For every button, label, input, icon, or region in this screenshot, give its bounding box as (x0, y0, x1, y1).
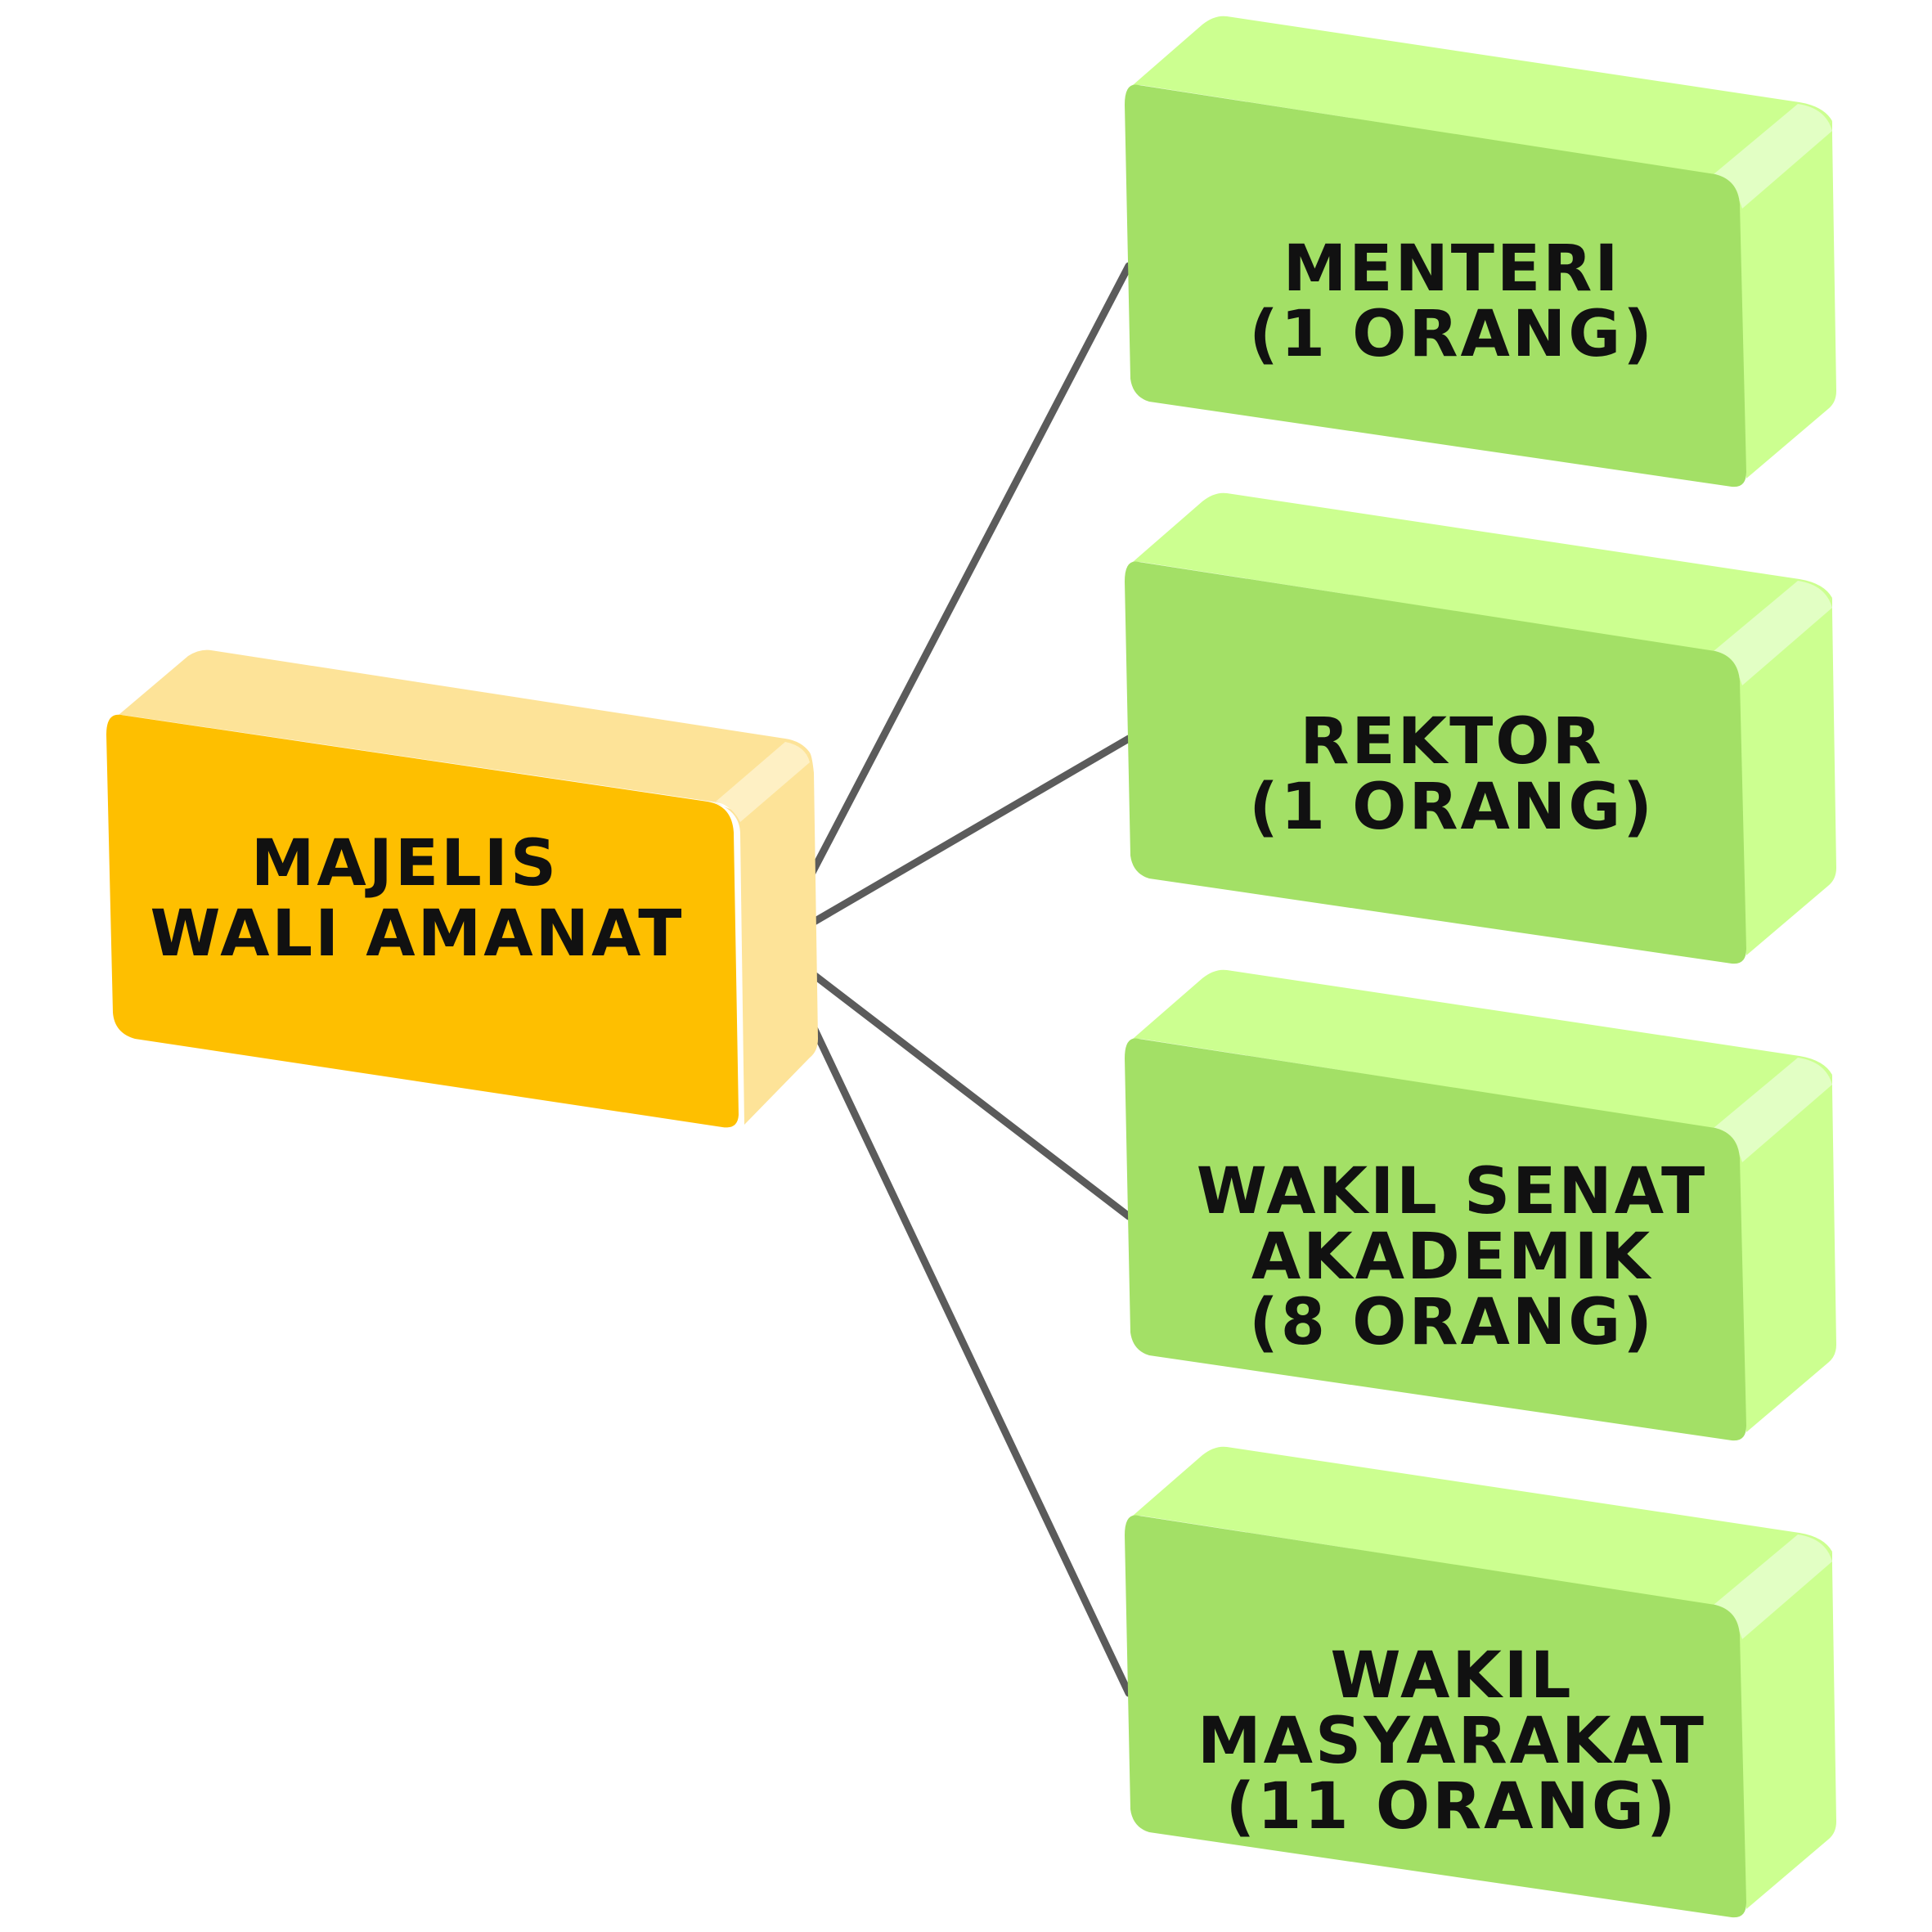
connector-line-2 (771, 735, 1133, 949)
member-box-label-line: (1 ORANG) (1249, 298, 1655, 371)
member-boxes: MENTERI(1 ORANG)REKTOR(1 ORANG)WAKIL SEN… (1125, 16, 1836, 1918)
member-box-front-face (1125, 84, 1746, 487)
member-box-label-line: MENTERI (1283, 232, 1621, 306)
member-box-label-line: MASYARAKAT (1197, 1705, 1706, 1778)
member-box-label: MENTERI(1 ORANG) (1249, 232, 1655, 371)
member-box-side-face (1710, 1075, 1836, 1432)
member-box-highlight-edge (1714, 581, 1832, 685)
member-box-label: REKTOR(1 ORANG) (1249, 705, 1655, 844)
member-box-label-line: WAKIL (1330, 1639, 1573, 1713)
member-box-label-line: REKTOR (1300, 705, 1603, 779)
member-box-side-face (1710, 1552, 1836, 1909)
member-box-highlight-edge (1714, 1058, 1832, 1162)
member-box-top-face (1133, 492, 1832, 676)
connectors (771, 262, 1133, 1697)
root-box-label-line-2: WALI AMANAT (151, 897, 685, 971)
member-box-front-face (1125, 561, 1746, 964)
member-box-label-line: (1 ORANG) (1249, 771, 1655, 844)
member-box-front-face (1125, 1515, 1746, 1918)
member-box-label-line: (8 ORANG) (1249, 1286, 1655, 1359)
member-box-label-line: WAKIL SENAT (1197, 1155, 1707, 1229)
member-box-1 (1125, 16, 1836, 487)
member-box-4 (1125, 1446, 1836, 1918)
member-box-2 (1125, 492, 1836, 964)
connector-line-1 (771, 262, 1133, 949)
root-box-side-face (712, 753, 818, 1125)
member-box-top-face (1133, 969, 1832, 1152)
root-box-highlight-edge (716, 742, 810, 822)
member-box-highlight-edge (1714, 104, 1832, 209)
member-box-highlight-edge (1714, 1534, 1832, 1639)
member-box-side-face (1710, 121, 1836, 479)
root-box-top-face (119, 649, 810, 813)
member-box-front-face (1125, 1038, 1746, 1441)
member-box-top-face (1133, 1446, 1832, 1629)
root-box-label: MAJELIS WALI AMANAT (151, 827, 685, 971)
member-box-side-face (1710, 598, 1836, 955)
connector-line-4 (771, 941, 1133, 1697)
member-box-label-line: AKADEMIK (1251, 1220, 1652, 1294)
connector-line-3 (771, 941, 1133, 1220)
root-box-front-face (106, 714, 739, 1128)
member-box-top-face (1133, 16, 1832, 199)
member-box-label-line: (11 ORANG) (1225, 1770, 1678, 1844)
root-box-label-line-1: MAJELIS (251, 827, 559, 901)
root-box-majelis-wali-amanat: MAJELIS WALI AMANAT (106, 649, 818, 1128)
member-box-3 (1125, 969, 1836, 1441)
